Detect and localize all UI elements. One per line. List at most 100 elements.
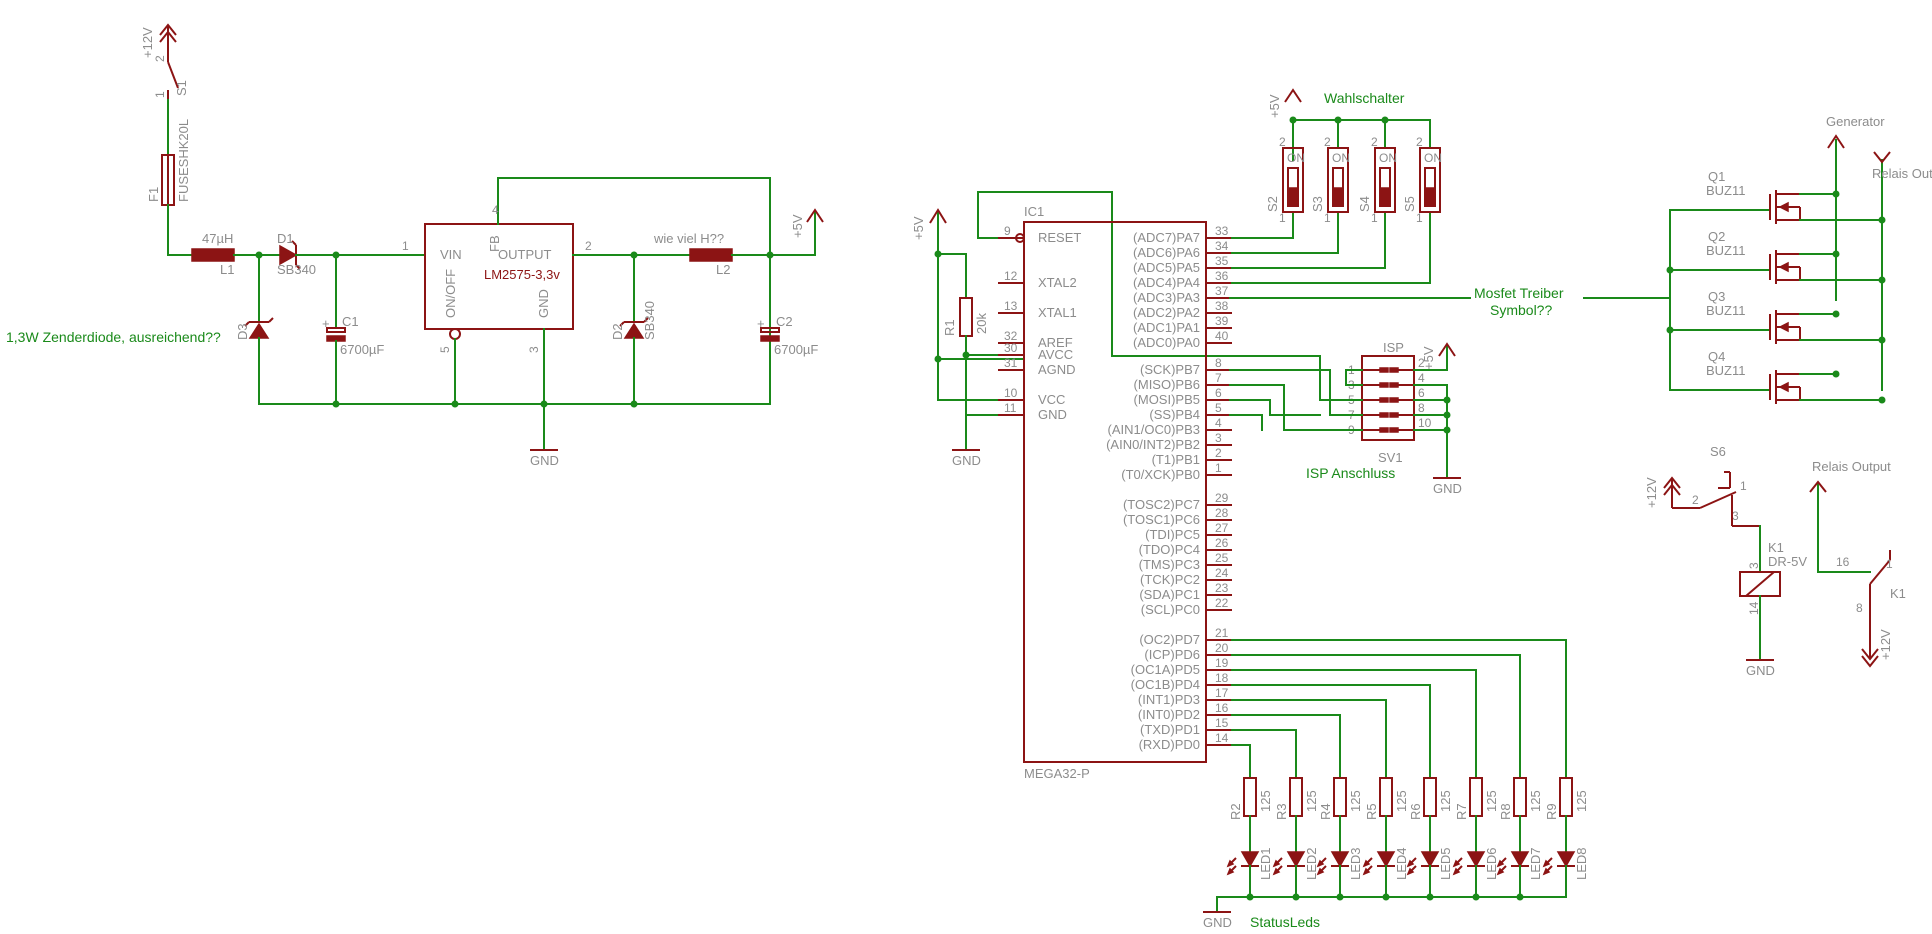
- isp-pin-number: 2: [1418, 356, 1425, 370]
- dip-pin-2: 2: [1279, 135, 1286, 149]
- diode-d3: D3: [235, 254, 274, 405]
- mcu-body: [1023, 221, 1207, 763]
- gnd-power-label: GND: [530, 453, 559, 468]
- c2-label: C2: [776, 314, 793, 329]
- status-led-resistor-label: R8: [1498, 803, 1513, 820]
- plus12v-k1-label: +12V: [1878, 629, 1893, 660]
- status-led-label: LED7: [1528, 847, 1543, 880]
- mcu-right-pin-38: 38(ADC2)PA2: [1133, 299, 1232, 320]
- mosfet-section: Mosfet Treiber Symbol?? Generator Relais…: [1229, 114, 1932, 404]
- mcu-right-pin-number: 4: [1215, 416, 1222, 430]
- mcu-right-pin-name: (AIN1/OC0)PB3: [1108, 422, 1200, 437]
- mcu-left-pin-number: 9: [1004, 224, 1011, 238]
- capacitor-c1: + C1 6700µF: [322, 254, 384, 405]
- svg-text:2: 2: [153, 55, 167, 62]
- mcu-right-pin-8: 8(SCK)PB7: [1140, 356, 1232, 377]
- c1-value: 6700µF: [340, 342, 384, 357]
- mcu-left-pin-name: AREF: [1038, 335, 1073, 350]
- s6-pin1: 1: [1740, 479, 1747, 493]
- mcu-right-pin-number: 19: [1215, 656, 1229, 670]
- isp-pin-number: 4: [1418, 371, 1425, 385]
- mcu-right-pin-name: (TMS)PC3: [1139, 557, 1200, 572]
- isp-pin-4: 4: [1389, 371, 1425, 388]
- mcu-left-pin-name: VCC: [1038, 392, 1065, 407]
- mcu-right-pin-6: 6(MOSI)PB5: [1134, 386, 1232, 407]
- mosfet-value: BUZ11: [1706, 303, 1746, 318]
- mcu-left-pin-number: 30: [1004, 341, 1018, 355]
- mosfet-note-1: Mosfet Treiber: [1474, 285, 1564, 301]
- mcu-right-pin-number: 24: [1215, 566, 1229, 580]
- isp-label: ISP: [1383, 340, 1404, 355]
- mcu-right-pin-number: 37: [1215, 284, 1229, 298]
- isp-ref: SV1: [1378, 450, 1403, 465]
- f1-value: FUSESHK20L: [176, 119, 191, 202]
- mcu-right-pin-name: (OC1B)PD4: [1131, 677, 1200, 692]
- mcu-left-pin-name: XTAL2: [1038, 275, 1077, 290]
- mcu-right-pin-number: 27: [1215, 521, 1229, 535]
- resistor-r1: R1 20k GND: [942, 253, 989, 468]
- svg-text:2: 2: [585, 239, 592, 253]
- mcu-left-pin-number: 13: [1004, 299, 1018, 313]
- mcu-right-pin-number: 22: [1215, 596, 1229, 610]
- mcu-right-pin-2: 2 (T1)PB1: [1152, 446, 1232, 467]
- mosfet-label: Q3: [1708, 289, 1725, 304]
- mcu-right-pin-number: 20: [1215, 641, 1229, 655]
- s6-pin3: 3: [1732, 509, 1739, 523]
- mcu-right-pin-name: (TDO)PC4: [1139, 542, 1200, 557]
- plus12v-supply-s1: +12V: [140, 23, 177, 58]
- relay-k1: K1 DR-5V 3 14 GND: [1739, 525, 1807, 678]
- dip-on-text: ON: [1287, 151, 1305, 165]
- dip-on-text: ON: [1332, 151, 1350, 165]
- mcu-right-pin-number: 34: [1215, 239, 1229, 253]
- status-led-resistor-value: 125: [1394, 790, 1409, 812]
- mcu-right-pin-number: 2: [1215, 446, 1222, 460]
- mcu-right-pin-34: 34(ADC6)PA6: [1133, 239, 1232, 260]
- mcu-right-pins: 33(ADC7)PA734(ADC6)PA635(ADC5)PA536(ADC4…: [1106, 224, 1232, 752]
- mcu-right-pin-number: 3: [1215, 431, 1222, 445]
- mosfet-value: BUZ11: [1706, 243, 1746, 258]
- gnd-mcu-label: GND: [952, 453, 981, 468]
- mcu-right-pin-15: 15(TXD)PD1: [1140, 716, 1232, 737]
- mcu-right-pin-18: 18(OC1B)PD4: [1131, 671, 1232, 692]
- gnd-leds-label: GND: [1203, 915, 1232, 930]
- mcu-right-pin-name: (ADC5)PA5: [1133, 260, 1200, 275]
- mcu-right-pin-number: 8: [1215, 356, 1222, 370]
- mcu-right-pin-name: (T1)PB1: [1152, 452, 1200, 467]
- mcu-right-pin-name: (SDA)PC1: [1139, 587, 1200, 602]
- mcu-right-pin-40: 40(ADC0)PA0: [1133, 329, 1232, 350]
- power-supply-section: +12V 2 1 S1 F1 FUSESHK20L 47µH L1: [6, 23, 824, 468]
- mcu-right-pin-name: (INT1)PD3: [1138, 692, 1200, 707]
- regulator-value: LM2575-3,3v: [484, 267, 560, 282]
- l2-label: L2: [716, 262, 730, 277]
- mcu-right-pin-number: 14: [1215, 731, 1229, 745]
- status-leds-note: StatusLeds: [1250, 914, 1320, 930]
- relais-out-top-label: Relais Out: [1872, 166, 1932, 181]
- status-led-label: LED6: [1484, 847, 1499, 880]
- k1-pin8: 8: [1856, 601, 1863, 615]
- pin-vin: VIN: [440, 247, 462, 262]
- dip-pin-1: 1: [1279, 211, 1286, 225]
- mcu-left-pin-name: AVCC: [1038, 347, 1073, 362]
- mcu-left-pin-number: 32: [1004, 329, 1018, 343]
- inductor-l2: wie viel H?? L2: [653, 231, 816, 277]
- status-led-resistor-label: R9: [1544, 803, 1559, 820]
- mcu-right-pin-14: 14(RXD)PD0: [1139, 731, 1232, 752]
- isp-pin-6: 6: [1389, 386, 1425, 403]
- mcu-right-pin-1: 1(T0/XCK)PB0: [1121, 461, 1232, 482]
- status-led-resistor-label: R2: [1228, 803, 1243, 820]
- ic1-label: IC1: [1024, 204, 1044, 219]
- mcu-right-pin-16: 16(INT0)PD2: [1138, 701, 1232, 722]
